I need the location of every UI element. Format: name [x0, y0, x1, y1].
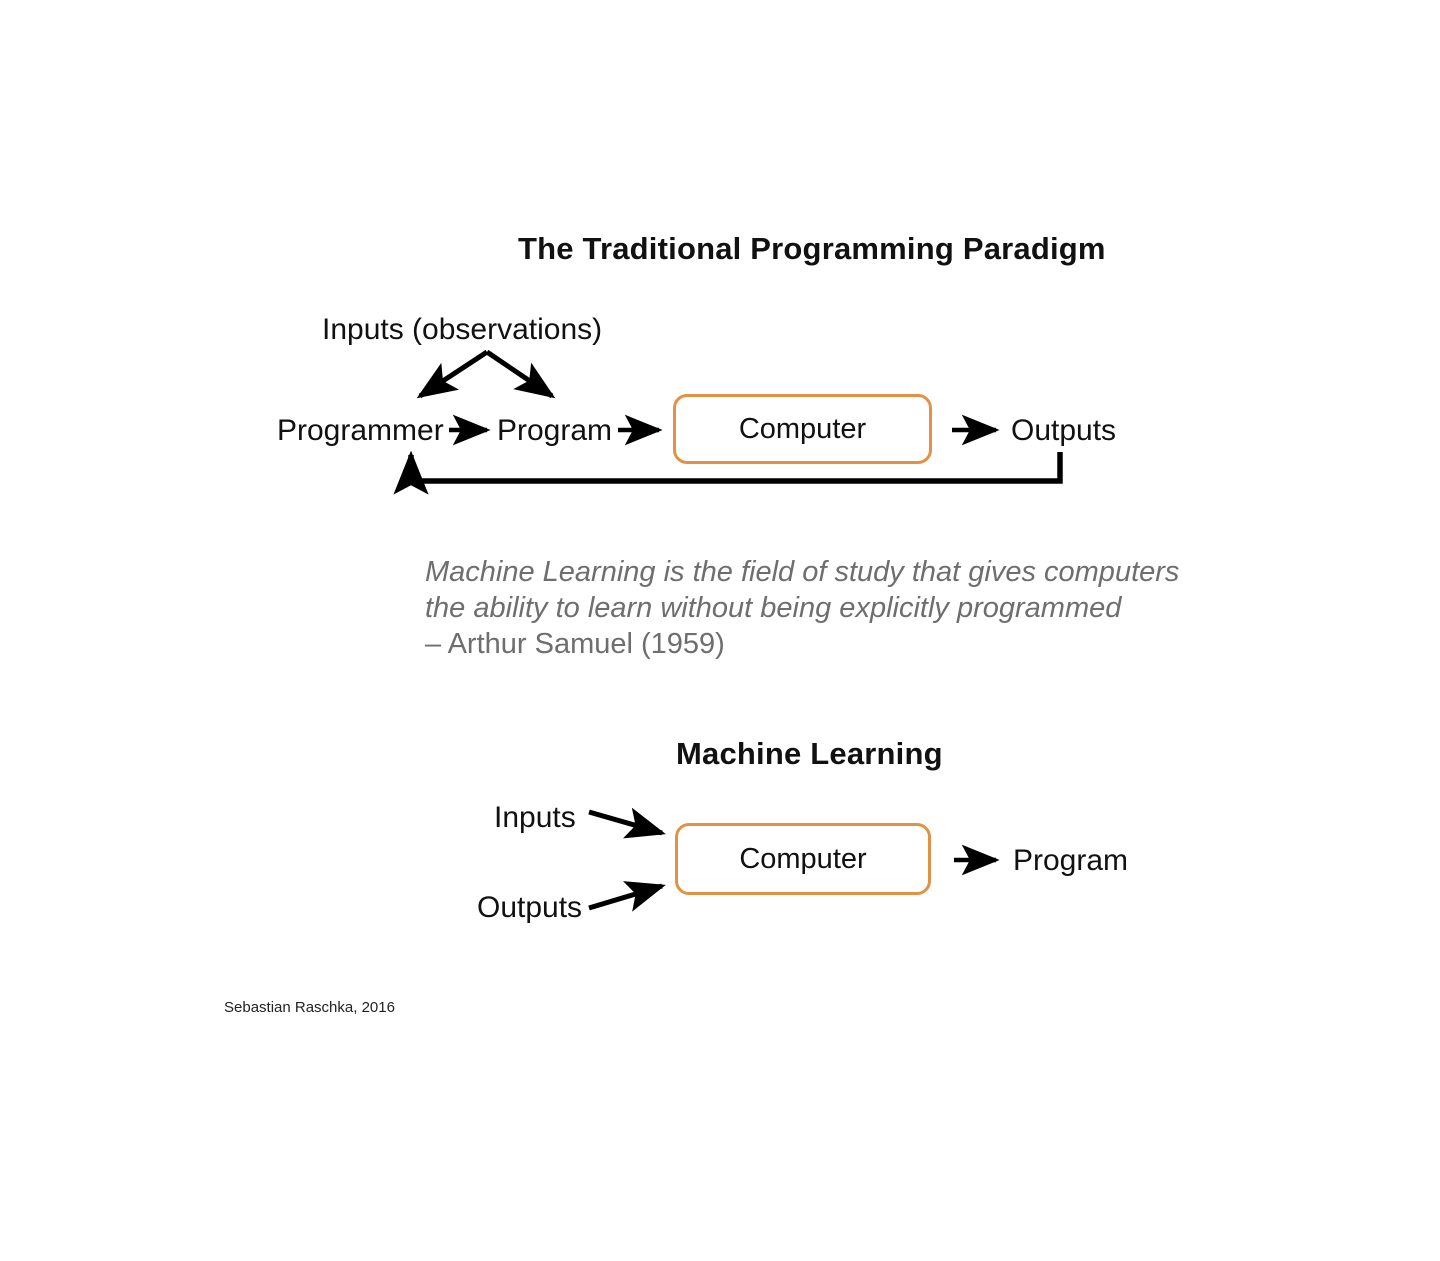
ml-computer-label: Computer [739, 842, 867, 875]
quote-line-1: Machine Learning is the field of study t… [425, 556, 1180, 588]
inputs-to-program-arrow [485, 349, 556, 399]
ml-inputs-label: Inputs [494, 801, 576, 834]
traditional-inputs-label: Inputs (observations) [322, 313, 603, 346]
ml-computer-box: Computer [675, 823, 931, 895]
traditional-outputs-label: Outputs [1011, 414, 1117, 447]
arthur-samuel-quote: Machine Learning is the field of study t… [425, 555, 1205, 663]
ml-outputs-label: Outputs [477, 891, 583, 924]
footer-credit: Sebastian Raschka, 2016 [224, 999, 395, 1016]
inputs-to-programmer-arrow [416, 349, 489, 399]
traditional-computer-label: Computer [738, 412, 867, 445]
traditional-computer-box: Computer [673, 394, 932, 464]
ml-outputs-to-computer-arrow [588, 881, 666, 912]
machine-learning-title: Machine Learning [676, 736, 943, 771]
quote-line-2: the ability to learn without being expli… [425, 591, 1122, 624]
traditional-paradigm-title: The Traditional Programming Paradigm [518, 231, 1106, 266]
quote-attribution: – Arthur Samuel (1959) [425, 627, 725, 660]
traditional-programmer-label: Programmer [277, 414, 444, 447]
ml-program-label: Program [1013, 844, 1129, 877]
ml-inputs-to-computer-arrow [588, 807, 666, 839]
traditional-program-label: Program [497, 414, 613, 447]
